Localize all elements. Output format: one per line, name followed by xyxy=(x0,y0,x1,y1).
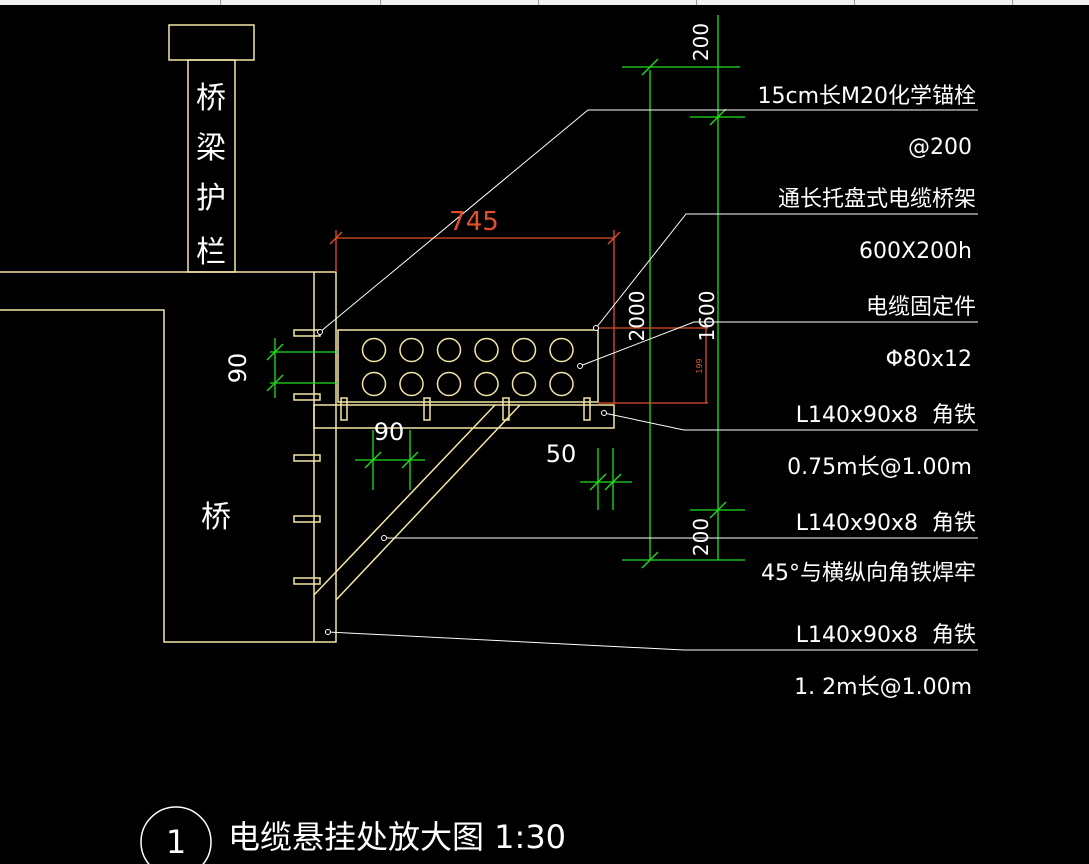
cable-circle xyxy=(511,337,537,363)
guardrail-char: 梁 xyxy=(196,131,226,166)
annotation-anchor-bolt: 15cm长M20化学锚栓 xyxy=(758,84,977,109)
annotation-anchor-spacing: @200 xyxy=(908,135,972,160)
dimension-lines-red xyxy=(329,230,708,405)
cable-group xyxy=(361,337,574,397)
diagonal-brace-outer xyxy=(313,404,496,596)
cable-circle xyxy=(436,337,462,363)
drawing-title: 电缆悬挂处放大图 1:30 xyxy=(228,818,566,856)
annotation-fixing-size: Φ80x12 xyxy=(886,347,972,372)
leader-horizontal-angle xyxy=(603,412,978,431)
cable-circle xyxy=(361,371,387,397)
anchor-bolt xyxy=(293,515,321,523)
tray-bolt xyxy=(583,397,591,421)
cable-circle xyxy=(399,337,424,363)
leader-tray xyxy=(595,213,978,329)
guardrail-char: 护 xyxy=(196,181,226,216)
cable-circle xyxy=(474,371,499,397)
annotation-cable-tray: 通长托盘式电缆桥架 xyxy=(778,187,976,212)
cable-circle xyxy=(511,371,537,397)
annotation-horizontal-length: 0.75m长@1.00m xyxy=(787,455,972,480)
dim-50: 50 xyxy=(546,440,577,468)
dimension-lines-green xyxy=(266,15,745,569)
cable-circle xyxy=(361,337,387,363)
dim-1600: 1600 xyxy=(695,291,719,342)
annotation-diagonal-angle: L140x90x8 角铁 xyxy=(796,511,976,536)
annotation-tray-size: 600X200h xyxy=(859,239,972,264)
title-number: 1 xyxy=(166,823,186,861)
anchor-bolt xyxy=(293,393,321,401)
annotation-cable-fixing: 电缆固定件 xyxy=(866,295,976,320)
annotation-diagonal-weld: 45°与横纵向角铁焊牢 xyxy=(761,561,976,586)
cable-circle xyxy=(549,337,574,363)
annotation-horizontal-angle: L140x90x8 角铁 xyxy=(796,403,976,428)
anchor-bolt xyxy=(293,329,321,337)
annotation-vertical-angle: L140x90x8 角铁 xyxy=(796,623,976,648)
guardrail-cap xyxy=(168,24,255,61)
tray-bolt xyxy=(423,397,431,421)
anchor-bolt xyxy=(293,577,321,585)
guardrail-char: 桥 xyxy=(196,81,226,116)
leader-lines xyxy=(319,109,978,651)
leader-vertical-angle xyxy=(327,631,978,651)
guardrail-char: 栏 xyxy=(196,235,226,270)
tray-bolt xyxy=(340,397,348,421)
dim-200-top: 200 xyxy=(689,23,713,61)
cable-circle xyxy=(399,371,424,397)
annotation-vertical-length: 1. 2m长@1.00m xyxy=(794,675,972,700)
cable-circle xyxy=(474,337,499,363)
bridge-deck-outline xyxy=(0,271,337,643)
title-number-circle xyxy=(140,806,212,864)
cable-tray xyxy=(337,329,599,403)
dim-200-bottom: 200 xyxy=(689,518,713,556)
dim-2000: 2000 xyxy=(625,291,649,342)
toolbar-strip xyxy=(0,0,1089,5)
diagonal-brace-inner xyxy=(335,404,521,601)
dim-90-vertical: 90 xyxy=(224,353,252,384)
leader-points xyxy=(317,325,607,635)
dim-745: 745 xyxy=(449,207,499,237)
leader-fixing xyxy=(579,321,978,367)
cable-circle xyxy=(549,371,574,397)
tray-bolt xyxy=(502,397,510,421)
horizontal-angle-iron xyxy=(313,404,615,429)
leader-anchor xyxy=(319,109,978,333)
dim-90-horizontal: 90 xyxy=(374,418,405,446)
anchor-bolt xyxy=(293,454,321,462)
bridge-structure xyxy=(0,24,615,643)
bridge-label: 桥 xyxy=(201,500,231,535)
cable-circle xyxy=(436,371,462,397)
dim-199: 199 xyxy=(695,358,704,373)
